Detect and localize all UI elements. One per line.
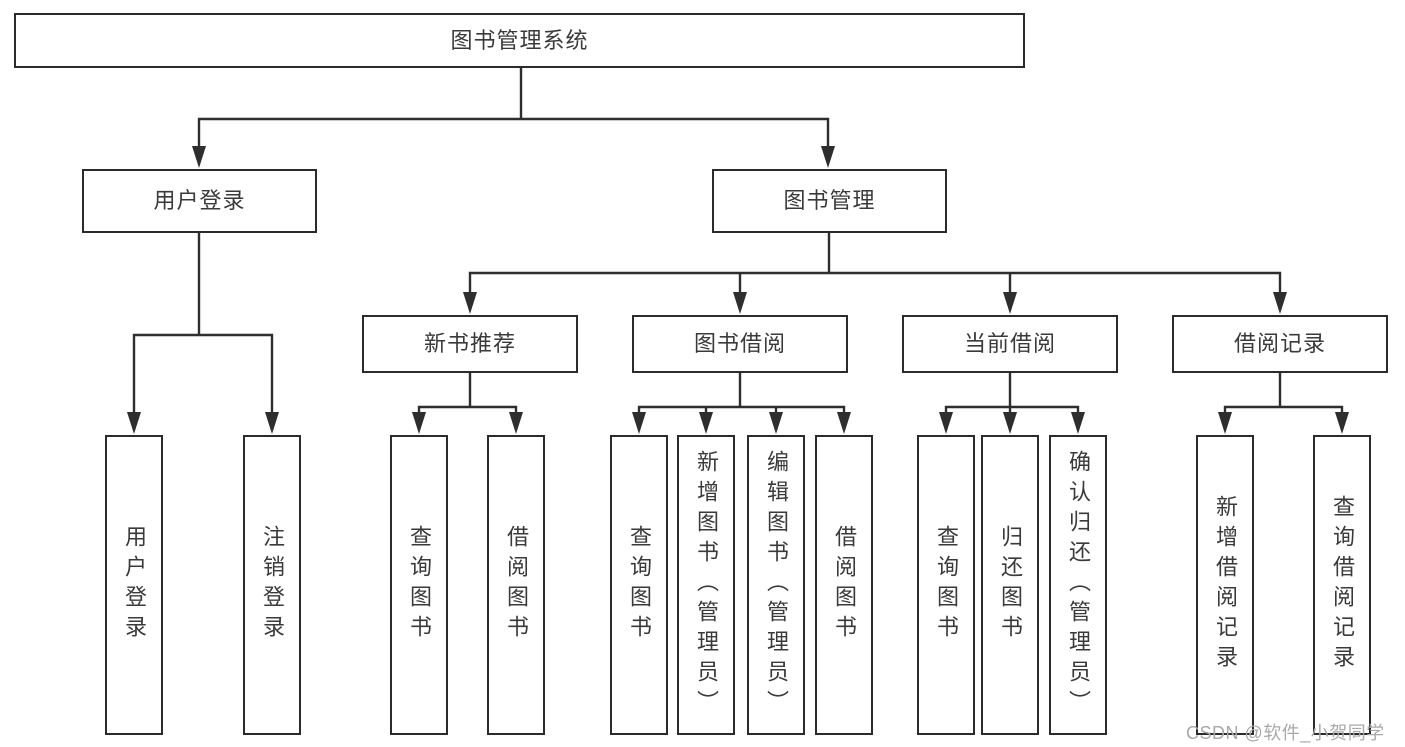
node-label: 用户登录: [153, 188, 246, 213]
node-label: 注销登录: [260, 525, 285, 645]
leaf-borrow-books-recommend: 借阅图书: [487, 435, 545, 735]
leaf-return-book: 归还图书: [981, 435, 1039, 735]
leaf-borrow-books: 借阅图书: [815, 435, 873, 735]
node-root-system: 图书管理系统: [14, 13, 1025, 68]
node-label: 新增借阅记录: [1213, 495, 1238, 675]
node-user-login: 用户登录: [82, 169, 317, 233]
leaf-query-books-current: 查询图书: [917, 435, 975, 735]
node-label: 图书借阅: [693, 331, 786, 356]
node-label: 查询图书: [934, 525, 959, 645]
node-label: 借阅记录: [1233, 331, 1326, 356]
node-label: 用户登录: [122, 525, 147, 645]
leaf-logout: 注销登录: [243, 435, 301, 735]
node-label: 借阅图书: [832, 525, 857, 645]
leaf-confirm-return-admin: 确认归还（管理员）: [1049, 435, 1107, 735]
leaf-add-borrow-record: 新增借阅记录: [1196, 435, 1254, 735]
csdn-watermark: CSDN @软件_小贺同学: [1186, 723, 1385, 743]
node-label: 编辑图书（管理员）: [764, 450, 789, 720]
node-label: 图书管理系统: [450, 27, 589, 53]
leaf-query-borrow-record: 查询借阅记录: [1313, 435, 1371, 735]
leaf-user-login: 用户登录: [105, 435, 163, 735]
node-label: 查询借阅记录: [1330, 495, 1355, 675]
node-current-borrowing: 当前借阅: [902, 315, 1118, 373]
leaf-edit-book-admin: 编辑图书（管理员）: [747, 435, 805, 735]
node-borrowing-records: 借阅记录: [1172, 315, 1388, 373]
node-label: 归还图书: [998, 525, 1023, 645]
leaf-query-books-borrowing: 查询图书: [610, 435, 668, 735]
leaf-add-book-admin: 新增图书（管理员）: [677, 435, 735, 735]
leaf-query-books-recommend: 查询图书: [390, 435, 448, 735]
node-label: 当前借阅: [963, 331, 1056, 356]
node-book-borrowing: 图书借阅: [632, 315, 848, 373]
node-label: 新增图书（管理员）: [694, 450, 719, 720]
node-label: 新书推荐: [423, 331, 516, 356]
node-new-book-recommend: 新书推荐: [362, 315, 578, 373]
node-label: 借阅图书: [504, 525, 529, 645]
node-label: 查询图书: [407, 525, 432, 645]
node-label: 确认归还（管理员）: [1066, 450, 1091, 720]
node-label: 查询图书: [627, 525, 652, 645]
node-label: 图书管理: [783, 188, 876, 213]
node-book-management: 图书管理: [712, 169, 947, 233]
